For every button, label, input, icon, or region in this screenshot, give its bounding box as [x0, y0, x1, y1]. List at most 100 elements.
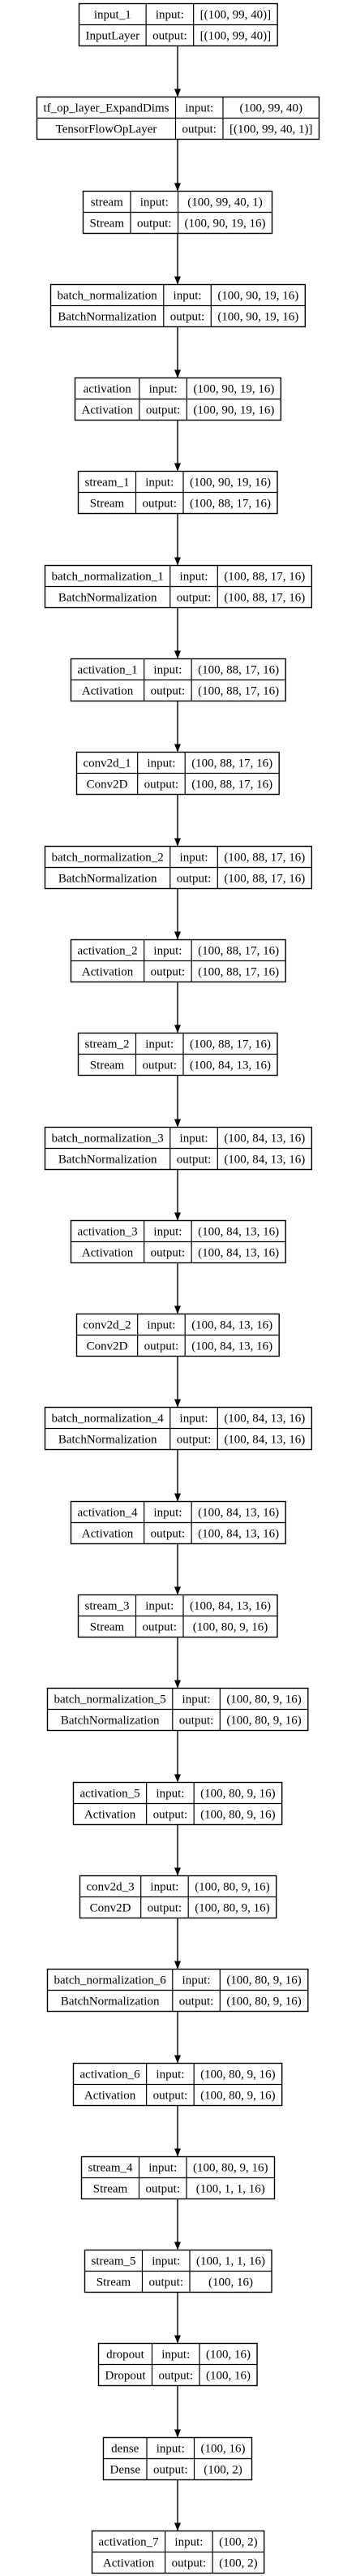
output-label: output:: [144, 779, 179, 792]
output-label: output:: [177, 1154, 212, 1167]
layer-type: BatchNormalization: [61, 1996, 160, 2009]
layer-type: Dropout: [105, 2370, 147, 2383]
input-label: input:: [147, 1319, 175, 1332]
output-label: output:: [179, 1996, 214, 2009]
output-label: output:: [170, 311, 205, 324]
output-shape: (100, 90, 19, 16): [193, 404, 274, 417]
output-shape: (100, 88, 17, 16): [198, 685, 279, 698]
output-label: output:: [153, 1809, 188, 1822]
input-shape: (100, 90, 19, 16): [217, 290, 298, 303]
layer-name: batch_normalization_4: [52, 1413, 165, 1426]
output-shape: (100, 80, 9, 16): [193, 1621, 268, 1634]
input-shape: (100, 88, 17, 16): [190, 1038, 271, 1051]
input-shape: (100, 90, 19, 16): [193, 383, 274, 396]
input-label: input:: [156, 9, 184, 22]
layer-name: stream_4: [88, 2162, 133, 2175]
input-shape: (100, 84, 13, 16): [198, 1507, 279, 1520]
layer-name: stream_3: [85, 1600, 130, 1613]
input-label: input:: [157, 2443, 185, 2456]
output-label: output:: [142, 1059, 177, 1072]
layer-node-batch_normalization_5: batch_normalization_5BatchNormalizationi…: [46, 1687, 309, 1732]
output-shape: (100, 88, 17, 16): [224, 873, 305, 886]
layer-type: Stream: [90, 1059, 125, 1072]
output-label: output:: [151, 966, 186, 979]
layer-node-batch_normalization_4: batch_normalization_4BatchNormalizationi…: [44, 1406, 313, 1451]
input-label: input:: [180, 852, 208, 865]
input-label: input:: [180, 1133, 208, 1146]
input-shape: (100, 1, 1, 16): [196, 2255, 265, 2268]
output-label: output:: [148, 1902, 182, 1915]
output-label: output:: [152, 30, 187, 43]
output-shape: (100, 16): [206, 2370, 251, 2383]
layer-type: Stream: [90, 498, 125, 511]
input-label: input:: [182, 1694, 211, 1707]
layer-type: BatchNormalization: [58, 873, 157, 886]
input-shape: (100, 2): [219, 2536, 258, 2549]
layer-type: BatchNormalization: [58, 311, 157, 324]
input-shape: (100, 84, 13, 16): [191, 1319, 272, 1332]
input-shape: (100, 88, 17, 16): [198, 945, 279, 958]
layer-node-batch_normalization_1: batch_normalization_1BatchNormalizationi…: [44, 564, 313, 609]
output-shape: [(100, 99, 40, 1)]: [229, 123, 312, 136]
output-shape: (100, 88, 17, 16): [190, 498, 271, 511]
input-shape: (100, 80, 9, 16): [195, 1881, 270, 1894]
input-shape: (100, 90, 19, 16): [190, 477, 271, 490]
input-shape: (100, 80, 9, 16): [200, 2069, 276, 2082]
layer-type: BatchNormalization: [58, 1154, 157, 1167]
output-shape: (100, 2): [204, 2464, 242, 2477]
layer-name: stream: [91, 196, 123, 209]
input-label: input:: [156, 1788, 184, 1801]
layer-type: Activation: [103, 2557, 155, 2570]
input-label: input:: [145, 477, 174, 490]
output-label: output:: [142, 1621, 177, 1634]
input-label: input:: [153, 1507, 182, 1520]
output-shape: (100, 84, 13, 16): [198, 1247, 279, 1260]
layer-name: activation_6: [80, 2069, 141, 2082]
output-label: output:: [153, 2090, 188, 2103]
layer-type: BatchNormalization: [58, 592, 157, 605]
output-label: output:: [151, 1247, 186, 1260]
input-label: input:: [174, 2536, 203, 2549]
layer-name: dropout: [106, 2349, 144, 2362]
layer-name: batch_normalization_1: [52, 571, 164, 584]
output-shape: (100, 88, 17, 16): [198, 966, 279, 979]
input-shape: (100, 84, 13, 16): [224, 1133, 305, 1146]
output-shape: (100, 90, 19, 16): [185, 218, 266, 231]
layer-name: batch_normalization_6: [54, 1974, 167, 1987]
input-label: input:: [185, 102, 213, 115]
output-label: output:: [172, 2557, 207, 2570]
layer-type: Stream: [97, 2276, 131, 2289]
input-label: input:: [153, 1226, 182, 1239]
output-shape: (100, 80, 9, 16): [195, 1902, 270, 1915]
layer-type: Dense: [110, 2464, 141, 2477]
input-label: input:: [153, 664, 182, 677]
output-shape: [(100, 99, 40)]: [200, 30, 271, 43]
layer-type: Activation: [84, 1809, 136, 1822]
input-shape: (100, 16): [206, 2349, 251, 2362]
input-shape: (100, 80, 9, 16): [226, 1694, 302, 1707]
output-label: output:: [146, 404, 181, 417]
input-shape: (100, 80, 9, 16): [193, 2162, 268, 2175]
output-shape: (100, 84, 13, 16): [198, 1528, 279, 1541]
input-label: input:: [152, 2255, 180, 2268]
input-shape: (100, 88, 17, 16): [191, 757, 272, 770]
layer-name: activation_4: [78, 1507, 139, 1520]
layer-type: TensorFlowOpLayer: [56, 123, 157, 136]
layer-name: tf_op_layer_ExpandDims: [44, 102, 169, 115]
output-label: output:: [151, 685, 186, 698]
output-label: output:: [182, 123, 217, 136]
input-shape: (100, 88, 17, 16): [224, 852, 305, 865]
output-shape: (100, 80, 9, 16): [200, 2090, 276, 2103]
input-label: input:: [180, 1413, 208, 1426]
input-label: input:: [161, 2349, 190, 2362]
layer-name: input_1: [94, 9, 131, 22]
layer-name: activation: [84, 383, 132, 396]
